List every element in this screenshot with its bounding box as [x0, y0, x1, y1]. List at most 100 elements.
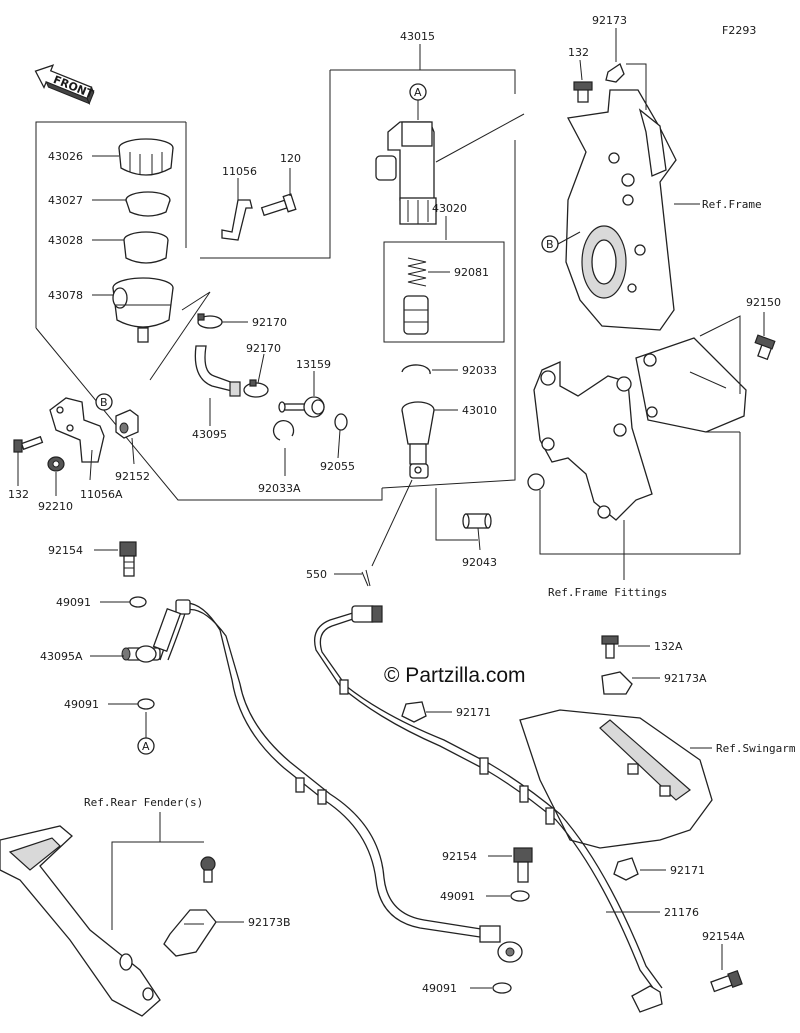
master-cylinder-body: [375, 121, 437, 225]
washer-49091-b: [137, 698, 155, 710]
damper-92152: [115, 409, 139, 439]
footpeg-bracket: [533, 337, 747, 521]
washer-49091-d: [492, 982, 512, 994]
reservoir-bracket: [221, 199, 253, 241]
washer-frame: [527, 473, 545, 491]
label-550: 550: [306, 568, 327, 581]
pushrod-fitting: [278, 396, 325, 418]
ref-swingarm: Ref.Swingarm: [716, 742, 796, 755]
reservoir-diaphragm: [123, 231, 169, 264]
label-43095A: 43095A: [40, 650, 83, 663]
banjo-bolt-92154-lower: [513, 847, 533, 883]
label-49091-b: 49091: [64, 698, 99, 711]
label-120: 120: [280, 152, 301, 165]
reservoir-group-outline: [35, 121, 187, 328]
clamp-92173B: [163, 909, 217, 957]
label-92152: 92152: [115, 470, 150, 483]
banjo-fitting-43095A: [121, 645, 161, 663]
frame-plate: [565, 89, 677, 331]
pushrod-boot-43010: [401, 401, 435, 479]
callout-a-top: A: [409, 83, 427, 101]
spring-92081: [407, 257, 427, 287]
label-43020: 43020: [432, 202, 467, 215]
reservoir-tank: [112, 277, 174, 343]
label-49091-d: 49091: [422, 982, 457, 995]
label-43027: 43027: [48, 194, 83, 207]
hose-clamp-upper: [197, 313, 223, 329]
svg-text:A: A: [142, 740, 150, 753]
label-13159: 13159: [296, 358, 331, 371]
figure-code: F2293: [722, 24, 756, 37]
clamp-92173: [605, 63, 625, 83]
caliper-hose: [152, 599, 501, 943]
label-92043: 92043: [462, 556, 497, 569]
washer-49091-a: [129, 596, 147, 608]
front-arrow-icon: FRONT: [34, 64, 96, 105]
circlip-92033: [401, 364, 431, 375]
label-92171-upper: 92171: [456, 706, 491, 719]
nut-92210: [47, 456, 65, 472]
ref-rear-fender: Ref.Rear Fender(s): [84, 796, 203, 809]
circlip-92033A: [272, 420, 295, 441]
reservoir-plate: [125, 191, 171, 217]
label-92150: 92150: [746, 296, 781, 309]
label-21176: 21176: [664, 906, 699, 919]
svg-text:B: B: [100, 396, 108, 409]
label-43015: 43015: [400, 30, 435, 43]
label-92154A: 92154A: [702, 930, 745, 943]
label-92170-upper: 92170: [252, 316, 287, 329]
ref-frame: Ref.Frame: [702, 198, 762, 211]
cotter-pin-550: [361, 569, 371, 587]
hose-clamp-lower: [243, 379, 269, 398]
label-92171-lower: 92171: [670, 864, 705, 877]
label-43028: 43028: [48, 234, 83, 247]
kit-43020-box: [383, 241, 505, 343]
clamp-92173A: [601, 671, 633, 695]
callout-a-bottom: A: [137, 737, 155, 755]
washer-49091-c: [510, 890, 530, 902]
bolt-132-lower: [13, 435, 44, 453]
clip-92171-lower: [613, 857, 639, 881]
svg-text:B: B: [546, 238, 554, 251]
bolt-132A: [601, 635, 619, 659]
label-132-upper: 132: [568, 46, 589, 59]
bolt-120: [260, 193, 297, 217]
label-92173: 92173: [592, 14, 627, 27]
svg-text:A: A: [414, 86, 422, 99]
label-43010: 43010: [462, 404, 497, 417]
master-cylinder-assembly-outline: [35, 44, 525, 501]
bolt-132-upper: [573, 81, 593, 103]
label-92210: 92210: [38, 500, 73, 513]
callout-b-frame: B: [541, 235, 559, 253]
piston-92081: [403, 295, 429, 335]
label-132A: 132A: [654, 640, 683, 653]
label-92173A: 92173A: [664, 672, 707, 685]
banjo-fitting-lower: [497, 941, 523, 963]
rear-fender-piece: [0, 825, 161, 1017]
label-43026: 43026: [48, 150, 83, 163]
label-132-lower: 132: [8, 488, 29, 501]
reservoir-cap: [118, 138, 174, 176]
bolt-92154A: [631, 969, 743, 1013]
label-49091-a: 49091: [56, 596, 91, 609]
label-43078: 43078: [48, 289, 83, 302]
swingarm-plate: [519, 709, 713, 849]
label-92170-lower: 92170: [246, 342, 281, 355]
label-92033: 92033: [462, 364, 497, 377]
label-92033A: 92033A: [258, 482, 301, 495]
bolt-fender: [200, 856, 216, 883]
o-ring-92055: [334, 413, 348, 431]
label-92081: 92081: [454, 266, 489, 279]
label-49091-c: 49091: [440, 890, 475, 903]
label-43095: 43095: [192, 428, 227, 441]
brake-hose-21176: [313, 605, 663, 993]
watermark: © Partzilla.com: [384, 664, 526, 687]
callout-b-bracket: B: [95, 393, 113, 411]
reservoir-hose: [194, 345, 241, 397]
sub-bracket: [49, 397, 105, 463]
pin-92043: [462, 513, 492, 529]
label-92055: 92055: [320, 460, 355, 473]
banjo-bolt-92154: [119, 541, 137, 577]
label-11056A: 11056A: [80, 488, 123, 501]
ref-frame-fittings: Ref.Frame Fittings: [548, 586, 667, 599]
